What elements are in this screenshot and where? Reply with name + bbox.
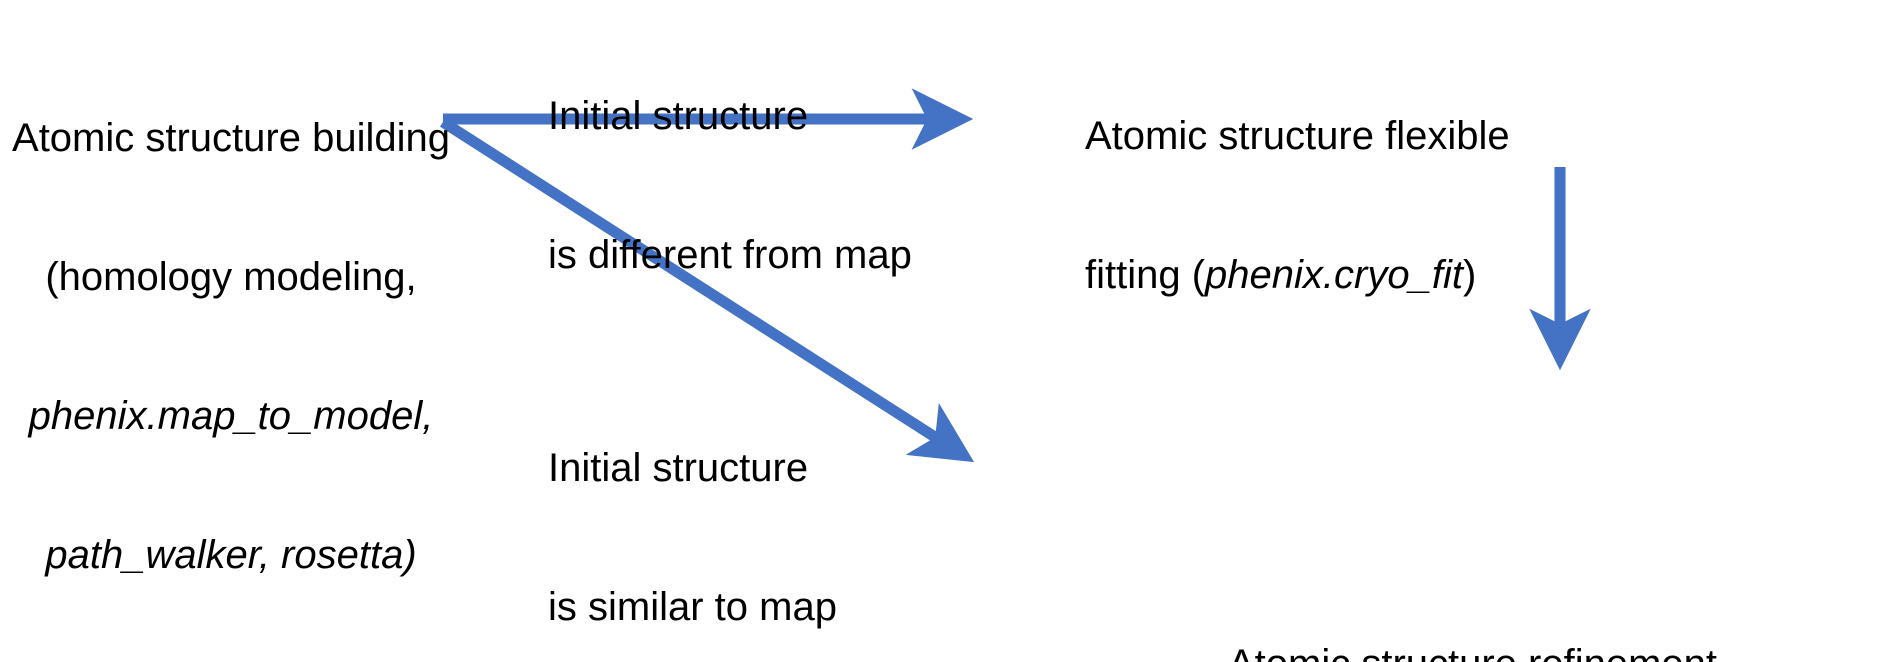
node-build-line-1: Atomic structure building — [12, 115, 450, 160]
edge-label-different-line-2: is different from map — [548, 232, 912, 277]
edge-label-different-line-1: Initial structure — [548, 93, 809, 138]
edge-label-similar-line-1: Initial structure — [548, 445, 809, 490]
node-fit-prefix: fitting ( — [1085, 252, 1206, 297]
edge-label-similar-line-2: is similar to map — [548, 584, 837, 629]
node-build-line-4: path_walker, rosetta) — [6, 532, 456, 578]
edge-label-different-from-map: Initial structure is different from map — [548, 0, 948, 371]
node-fit-line-2: fitting (phenix.cryo_fit) — [1085, 252, 1555, 298]
node-atomic-structure-refinement[interactable]: Atomic structure refinement (phenix.real… — [1065, 548, 1880, 662]
node-fit-line-1: Atomic structure flexible — [1085, 113, 1510, 158]
edge-label-similar-to-map: Initial structure is similar to map — [548, 352, 948, 662]
node-build-line-2: (homology modeling, — [45, 254, 417, 299]
node-build-line-4-text: path_walker, rosetta) — [45, 533, 417, 578]
node-refine-line-1: Atomic structure refinement — [1065, 641, 1880, 662]
node-build-line-3: phenix.map_to_model, — [28, 394, 434, 439]
node-fit-command: phenix.cryo_fit — [1205, 252, 1463, 297]
node-atomic-structure-building[interactable]: Atomic structure building (homology mode… — [6, 22, 456, 662]
node-atomic-structure-flexible-fitting[interactable]: Atomic structure flexible fitting (pheni… — [1085, 20, 1555, 391]
node-fit-suffix: ) — [1462, 252, 1477, 297]
